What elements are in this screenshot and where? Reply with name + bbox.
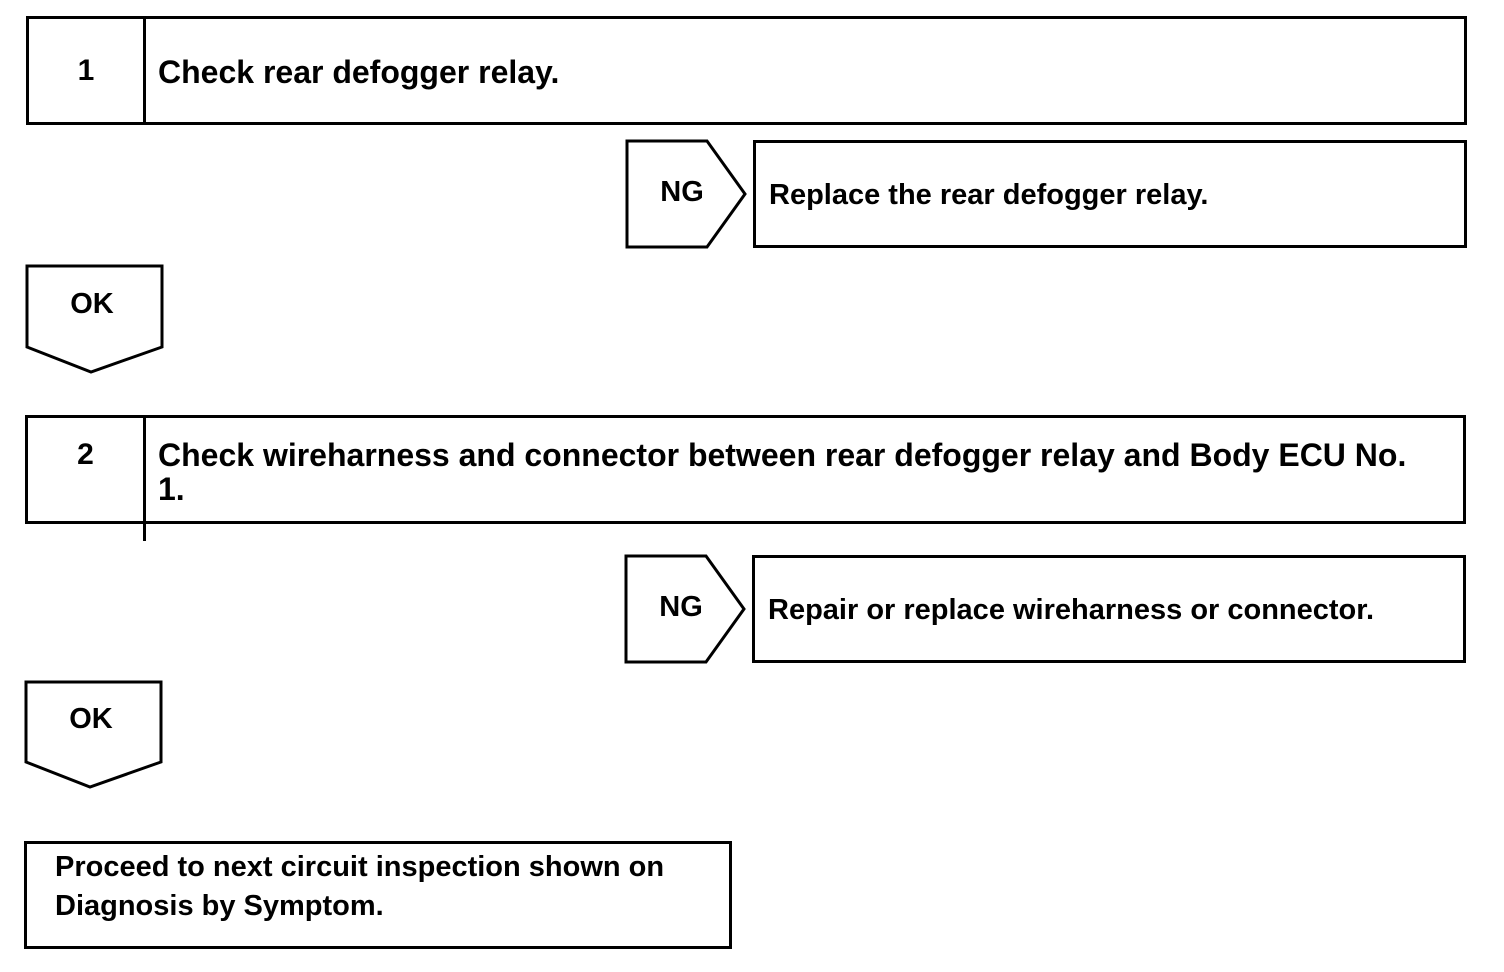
ng-action-1-box: Replace the rear defogger relay. bbox=[753, 140, 1467, 248]
step-2-box: 2 Check wireharness and connector betwee… bbox=[25, 415, 1466, 541]
ng-action-1-text: Replace the rear defogger relay. bbox=[769, 179, 1209, 211]
ng-action-2-text: Repair or replace wireharness or connect… bbox=[768, 594, 1375, 626]
ok-label-2: OK bbox=[69, 703, 113, 735]
ok-arrow-1-shape bbox=[25, 264, 164, 374]
ng-label-2: NG bbox=[659, 591, 703, 623]
ng-arrow-2-shape bbox=[624, 554, 746, 664]
final-step-box: Proceed to next circuit inspection shown… bbox=[24, 841, 732, 949]
step-1-box: 1 Check rear defogger relay. bbox=[26, 16, 1467, 125]
ng-action-2-box: Repair or replace wireharness or connect… bbox=[752, 555, 1466, 663]
ok-label-1: OK bbox=[70, 288, 114, 320]
step-2-text: Check wireharness and connector between … bbox=[158, 437, 1407, 507]
step-1-number: 1 bbox=[29, 19, 146, 122]
step-2-number: 2 bbox=[28, 418, 146, 541]
step-1-text: Check rear defogger relay. bbox=[158, 54, 560, 90]
final-step-text: Proceed to next circuit inspection shown… bbox=[55, 851, 665, 922]
ng-label-1: NG bbox=[660, 176, 704, 208]
ng-arrow-1-shape bbox=[625, 139, 747, 249]
ok-arrow-2-shape bbox=[24, 680, 163, 789]
